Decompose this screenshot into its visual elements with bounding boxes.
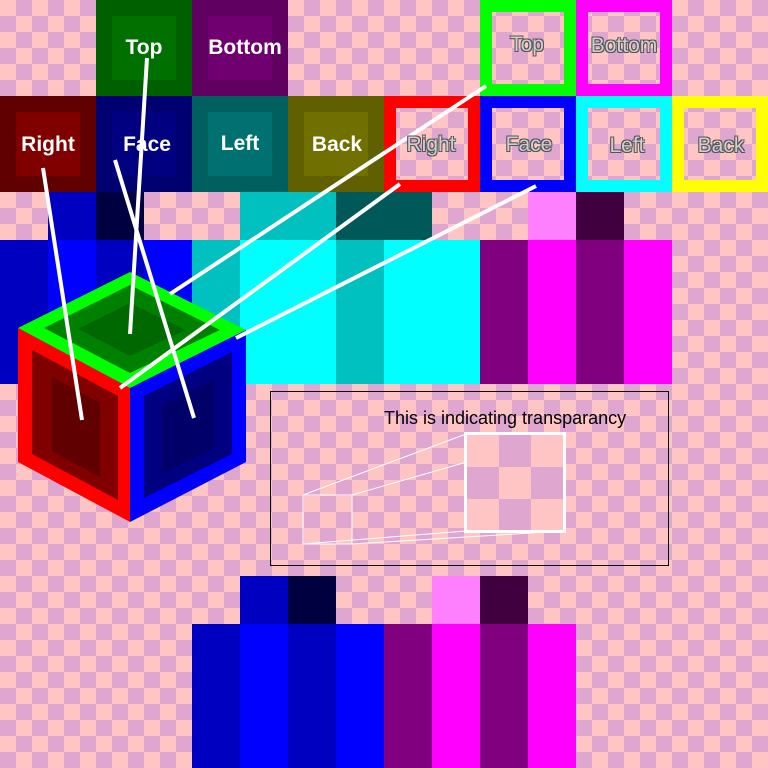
cube-right-face-core	[52, 377, 100, 477]
lower-strip-3	[288, 624, 336, 768]
transparency-note: This is indicating transparancy	[384, 408, 627, 428]
lower-strip-6	[432, 624, 480, 768]
label-bright-left: Left	[609, 134, 645, 157]
zoom-line	[351, 530, 565, 545]
strip-cyan-top-b	[336, 192, 432, 240]
strip-magenta-top-a	[528, 192, 576, 240]
transparency-legend-box	[270, 391, 669, 566]
tile-back-dark	[288, 96, 384, 192]
tile-right-dark	[0, 96, 96, 192]
sample-region	[302, 494, 353, 545]
pointer-line-face	[113, 159, 196, 419]
strip-cyan-3	[336, 240, 384, 384]
tile-bottom-bright	[576, 0, 672, 96]
label-top: Top	[125, 36, 163, 59]
tile-bottom-dark	[192, 0, 288, 96]
lower-strip-8	[528, 624, 576, 768]
lower-strip-2	[240, 624, 288, 768]
zoomed-checker-frame	[464, 432, 566, 533]
label-back: Back	[311, 133, 363, 156]
tile-face-dark	[96, 96, 192, 192]
pointer-line-right	[41, 167, 84, 421]
label-face: Face	[123, 133, 171, 156]
strip-magenta-3	[576, 240, 624, 384]
zoomed-checker	[464, 432, 566, 533]
strip-cyan-4	[384, 240, 480, 384]
tile-right-bright	[384, 96, 480, 192]
strip-blue-top-a	[48, 192, 96, 240]
label-right: Right	[21, 133, 75, 156]
label-bright-face: Face	[505, 133, 553, 156]
tile-face-bright	[480, 96, 576, 192]
strip-magenta-4	[624, 240, 672, 384]
tile-left-bright	[576, 96, 672, 192]
lower-strip-top-a	[240, 576, 288, 624]
lower-strip-1	[192, 624, 240, 768]
pointer-line-bright-right	[118, 182, 402, 390]
label-left: Left	[220, 132, 260, 155]
lower-strip-7	[480, 624, 528, 768]
tile-back-bright	[672, 96, 768, 192]
label-bright-bottom: Bottom	[590, 34, 658, 57]
lower-strip-5	[384, 624, 432, 768]
cube-face-face-core	[162, 380, 214, 474]
label-bright-top: Top	[510, 33, 544, 56]
strip-magenta-1	[480, 240, 528, 384]
lower-strip-top-b	[288, 576, 336, 624]
lower-strip-4	[336, 624, 384, 768]
strip-magenta-2	[528, 240, 576, 384]
pointer-line-bright-face	[235, 184, 537, 340]
tile-top-bright	[480, 0, 576, 96]
lower-strip-top-d	[480, 576, 528, 624]
label-bottom: Bottom	[208, 36, 282, 59]
zoom-line	[302, 530, 467, 545]
lower-strip-top-c	[432, 576, 480, 624]
pointer-line-top	[128, 57, 149, 335]
pointer-line-bright-top	[168, 84, 488, 296]
tile-left-dark	[192, 96, 288, 192]
label-bright-back: Back	[697, 134, 745, 157]
strip-magenta-top-b	[576, 192, 624, 240]
zoom-line	[302, 433, 467, 496]
label-bright-right: Right	[406, 133, 456, 156]
